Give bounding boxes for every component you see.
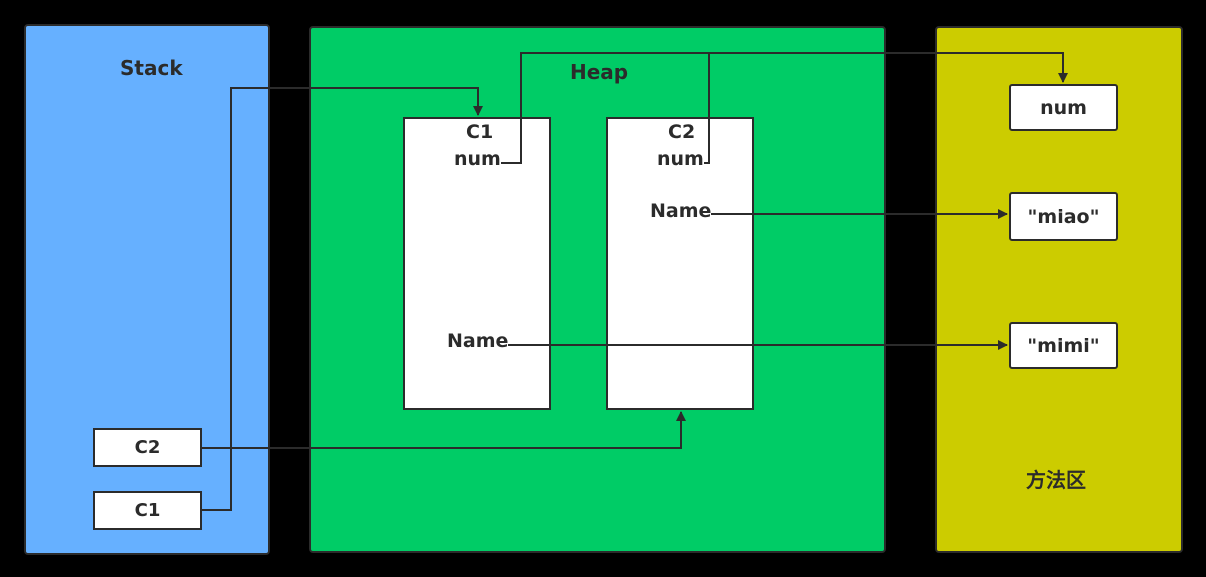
method-area-item-mimi: "mimi" [1009, 322, 1118, 369]
stack-title: Stack [120, 56, 183, 80]
heap-object-c1-title: C1 [466, 121, 494, 143]
arrow-c1-ref-to-heap-c1 [202, 87, 483, 511]
arrow-c1-num-to-method-num [501, 52, 1068, 164]
heap-object-c2-name-field: Name [650, 200, 712, 222]
heap-object-c1-name-field: Name [447, 330, 509, 352]
heap-object-c1 [403, 117, 551, 410]
stack-ref-c2: C2 [93, 428, 202, 467]
arrow-c2-ref-to-heap-c2 [202, 411, 686, 449]
heap-object-c2-num-field: num [657, 148, 704, 170]
heap-object-c1-num-field: num [454, 148, 501, 170]
method-area-item-num: num [1009, 84, 1118, 131]
heap-title: Heap [570, 60, 629, 84]
stack-ref-c1: C1 [93, 491, 202, 530]
method-area-title: 方法区 [1026, 468, 1086, 492]
method-area-item-miao: "miao" [1009, 192, 1118, 241]
arrow-c2-num-to-method-num [704, 53, 710, 164]
heap-object-c2 [606, 117, 754, 410]
heap-object-c2-title: C2 [668, 121, 696, 143]
